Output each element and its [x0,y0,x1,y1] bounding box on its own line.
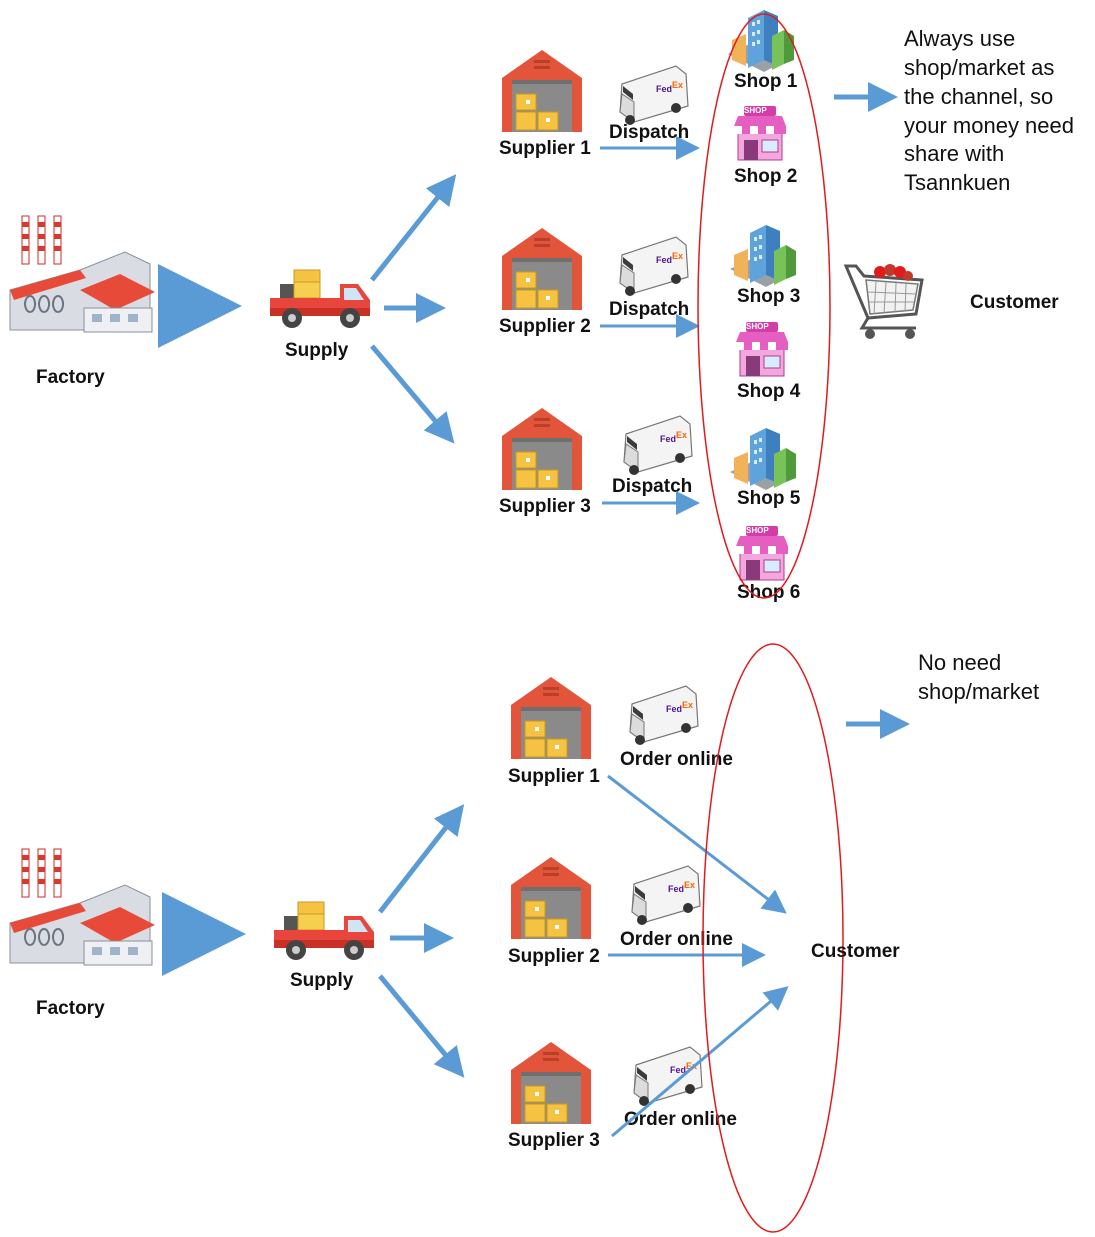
shop-sign: SHOP [744,106,767,115]
warehouse-icon [510,1041,592,1125]
shop-5-label: Shop 5 [737,488,801,509]
supplier-2-label: Supplier 2 [508,946,600,967]
supplier-1-label: Supplier 1 [508,766,600,787]
warehouse-icon [510,676,592,760]
shop-sign: SHOP [746,526,769,535]
customer-label: Customer [970,292,1059,313]
warehouse-icon [501,227,583,311]
arrow-supplier-3-to-customer [611,986,789,1138]
delivery-van-icon [619,236,689,297]
arrow-supply-to-supplier-1 [378,804,465,914]
factory-icon [9,848,156,966]
arrow-supply-to-supplier-1 [370,174,457,282]
supply-label: Supply [290,970,354,991]
city-buildings-icon [728,10,794,72]
city-buildings-icon [730,225,796,287]
shop-channel-ellipse [697,13,831,599]
delivery-van-icon [629,685,699,746]
shopping-cart-icon [844,262,924,341]
warehouse-icon [501,407,583,491]
shop-sign: SHOP [746,322,769,331]
factory-icon [9,215,156,333]
bottom-note: No need shop/market [918,650,1039,704]
order-online-label: Order online [624,1109,737,1130]
shop-1-label: Shop 1 [734,71,798,92]
supplier-3-label: Supplier 3 [499,496,591,517]
supplier-2-label: Supplier 2 [499,316,591,337]
order-online-label: Order online [620,929,733,950]
factory-label: Factory [36,367,105,388]
supply-truck-icon [273,901,375,961]
delivery-van-icon [631,865,701,926]
top-note: Always use shop/market as the channel, s… [904,26,1080,195]
dispatch-label: Dispatch [609,299,689,320]
shop-2-label: Shop 2 [734,166,797,187]
supplier-3-label: Supplier 3 [508,1130,600,1151]
factory-label: Factory [36,998,105,1019]
city-buildings-icon [730,428,796,490]
delivery-van-icon [633,1046,703,1107]
order-online-label: Order online [620,749,733,770]
shop-6-label: Shop 6 [737,582,800,603]
dispatch-label: Dispatch [609,122,689,143]
arrow-supplier-1-to-customer [607,774,787,914]
shop-3-label: Shop 3 [737,286,800,307]
delivery-van-icon [619,65,689,126]
warehouse-icon [501,49,583,133]
arrow-supply-to-supplier-3 [370,344,455,444]
delivery-van-icon [623,415,693,476]
top-diagram: Factory Supply Supplier 1 Supplier 2 Sup… [9,10,1080,603]
dispatch-label: Dispatch [612,476,692,497]
customer-ellipse [702,643,844,1233]
arrow-supply-to-supplier-3 [378,974,465,1078]
supply-label: Supply [285,340,349,361]
supplier-1-label: Supplier 1 [499,138,591,159]
shop-4-label: Shop 4 [737,381,801,402]
customer-label: Customer [811,941,900,962]
bottom-diagram: Factory Supply Supplier 1 Supplier 2 Sup… [9,643,1039,1233]
warehouse-icon [510,856,592,940]
supply-truck-icon [269,269,371,329]
